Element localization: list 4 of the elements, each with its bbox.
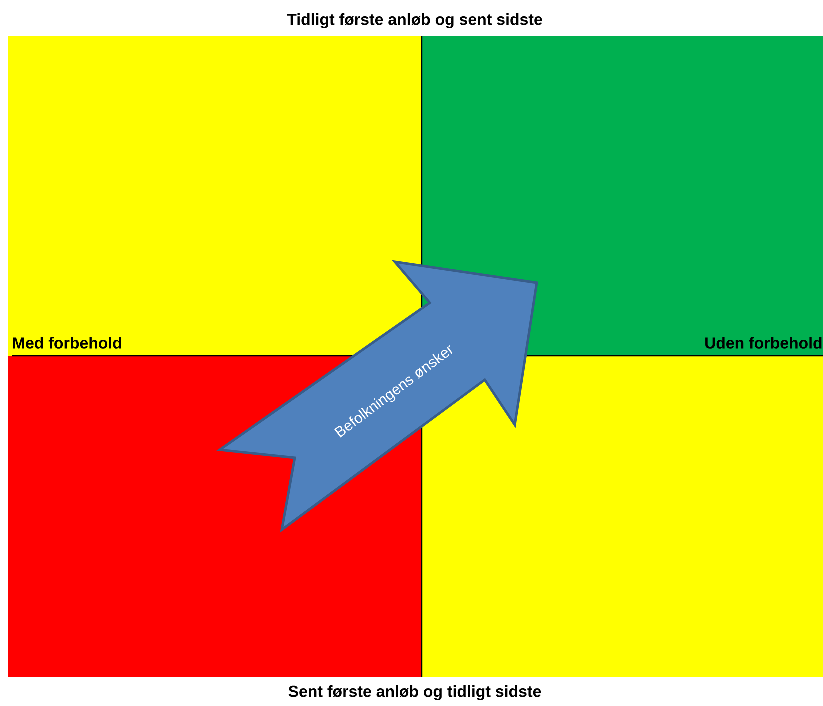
axis-label: Med forbehold — [13, 337, 122, 349]
axis-label: Tidligt første anløb og sent sidste — [287, 14, 542, 28]
axis-label: Uden forbehold — [706, 337, 822, 349]
axis-label: Sent første anløb og tidligt sidste — [288, 686, 542, 700]
